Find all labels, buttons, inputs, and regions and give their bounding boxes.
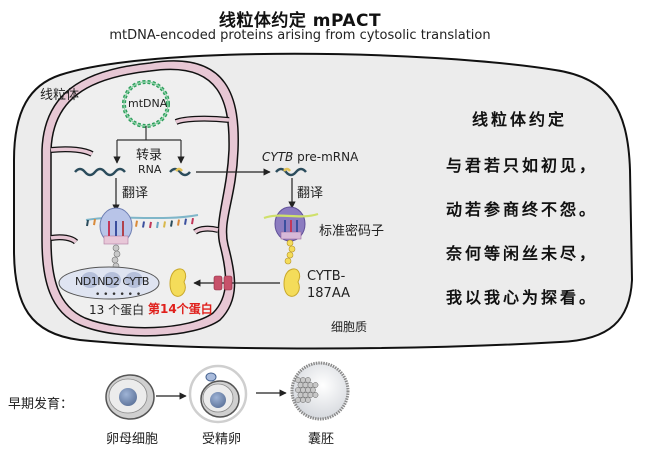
mitochondrion-label: 线粒体 (40, 88, 80, 103)
premrna-suffix: pre-mRNA (297, 150, 359, 164)
cyto-translation-label: 翻译 (297, 186, 324, 201)
codon-mark (149, 221, 152, 229)
oocyte-icon (105, 374, 155, 420)
thirteen-proteins-label: 13 个蛋白 (89, 303, 145, 317)
cytb-protein-cyto-icon (283, 268, 301, 297)
rna-strand (74, 167, 126, 177)
cytb-187aa-line1: CYTB- (307, 269, 346, 284)
cytb-gene-name: CYTB (262, 150, 294, 164)
rna-label: RNA (138, 163, 162, 176)
mitochondrion (41, 60, 239, 337)
mito-proteins-group: • • • • • • (58, 266, 160, 300)
protein-nd2: ND2 (97, 275, 120, 288)
inner-cell-mass-cell (305, 397, 311, 403)
inner-cell-mass-cell (312, 382, 319, 388)
fourteenth-protein-label: 第14个蛋白 (148, 302, 213, 316)
codon-mark (170, 220, 173, 227)
early-development-label: 早期发育： (8, 397, 74, 412)
inner-cell-mass-cell (295, 377, 301, 383)
cytb-187aa-label: CYTB- 187AA (307, 268, 350, 302)
poem-line-3: 奈何等闲丝未尽， (446, 244, 599, 263)
inner-cell-mass-cell (302, 392, 309, 398)
inner-cell-mass-cell (305, 387, 311, 393)
inner-cell-mass-cell (312, 392, 319, 398)
inner-cell-mass-cell (297, 392, 304, 398)
cytb-premrna-strand (275, 167, 307, 177)
import-channel-icon (213, 275, 233, 291)
inner-cell-mass-cell (305, 377, 311, 383)
svg-text:• • • • • •: • • • • • • (95, 290, 141, 300)
protein-nd1: ND1 (75, 275, 98, 288)
inner-cell-mass-cell (295, 397, 301, 403)
mito-translation-label: 翻译 (122, 186, 149, 201)
cytb-187aa-line2: 187AA (307, 286, 350, 301)
transcription-arrows (113, 126, 185, 164)
inner-cell-mass-cell (302, 382, 309, 388)
stage-oocyte-label: 卵母细胞 (106, 432, 159, 447)
codon-mark (93, 218, 96, 226)
cytb-premrna-label: CYTB pre-mRNA (262, 150, 358, 164)
standard-codon-label: 标准密码子 (319, 224, 385, 239)
inner-cell-mass-cell (300, 387, 306, 393)
inner-cell-mass-cell (300, 377, 306, 383)
codon-mark (184, 218, 187, 225)
stage-zygote-label: 受精卵 (202, 432, 242, 447)
stage-blastocyst-label: 囊胚 (308, 432, 335, 447)
cytoplasm-label: 细胞质 (331, 320, 368, 334)
inner-cell-mass-cell (297, 382, 304, 388)
mito-ribosome-icon (85, 207, 199, 270)
poem-title: 线粒体约定 (472, 110, 568, 129)
codon-mark (191, 217, 194, 225)
figure-title: 线粒体约定 mPACT (218, 11, 382, 31)
poem-line-4: 我以我心为探看。 (446, 288, 599, 307)
zygote-icon (188, 364, 248, 424)
protein-labels: ND1ND2 CYTB (75, 275, 149, 288)
poem-line-2: 动若参商终不怨。 (446, 200, 599, 219)
inner-cell-mass-cell (307, 382, 314, 388)
codon-mark (156, 221, 159, 229)
codon-mark (86, 219, 89, 227)
codon-mark (163, 221, 166, 228)
inner-cell-mass-cell (310, 387, 316, 393)
inner-cell-mass-cell (307, 392, 314, 398)
blastocyst-icon (290, 361, 350, 421)
inner-cell-mass-cell (300, 397, 306, 403)
codon-mark (135, 220, 138, 227)
cytb-protein-mito-icon (169, 268, 187, 297)
transcription-label: 转录 (136, 148, 163, 163)
codon-mark (177, 219, 180, 226)
protein-cytb: CYTB (122, 275, 149, 288)
figure-subtitle: mtDNA-encoded proteins arising from cyto… (109, 28, 491, 43)
poem-line-1: 与君若只如初见， (446, 156, 599, 175)
cyto-ribosome-icon (263, 206, 319, 265)
inner-cell-mass-cell (295, 387, 301, 393)
mtdna-label: mtDNA (128, 97, 168, 110)
codon-mark (142, 221, 145, 228)
